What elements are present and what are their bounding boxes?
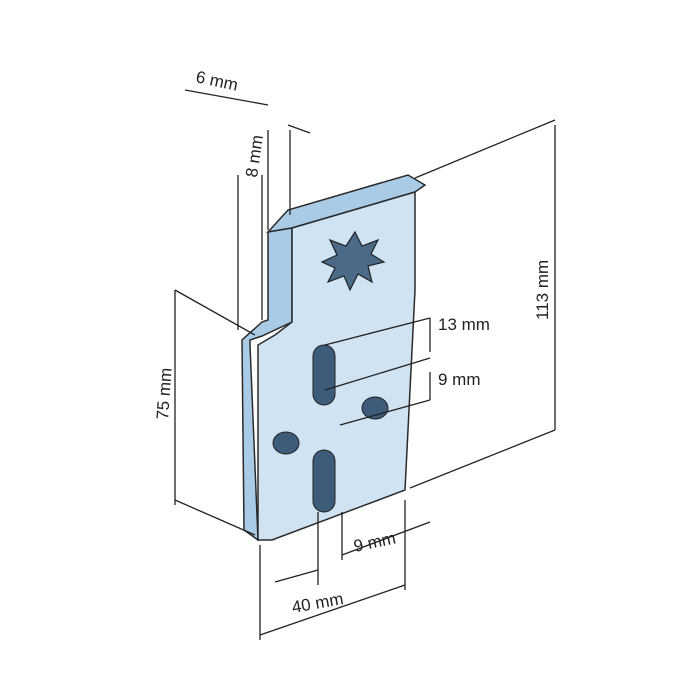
dim-slot-length: 13 mm: [438, 315, 490, 334]
dim-step: 8 mm: [242, 134, 267, 179]
lower-slot: [312, 449, 336, 513]
dimension-lines: [174, 89, 556, 640]
dim-slot-width: 9 mm: [352, 528, 398, 555]
dim-hole-diameter: 9 mm: [438, 370, 481, 389]
bracket-front-face: [257, 190, 416, 541]
star-hole: [320, 230, 386, 292]
dim-width: 40 mm: [290, 589, 344, 617]
upper-slot: [312, 344, 336, 406]
dim-lower-height: 75 mm: [153, 367, 176, 420]
dim-thickness: 6 mm: [194, 67, 240, 94]
left-hole: [272, 431, 300, 455]
dim-total-height: 113 mm: [533, 260, 552, 320]
